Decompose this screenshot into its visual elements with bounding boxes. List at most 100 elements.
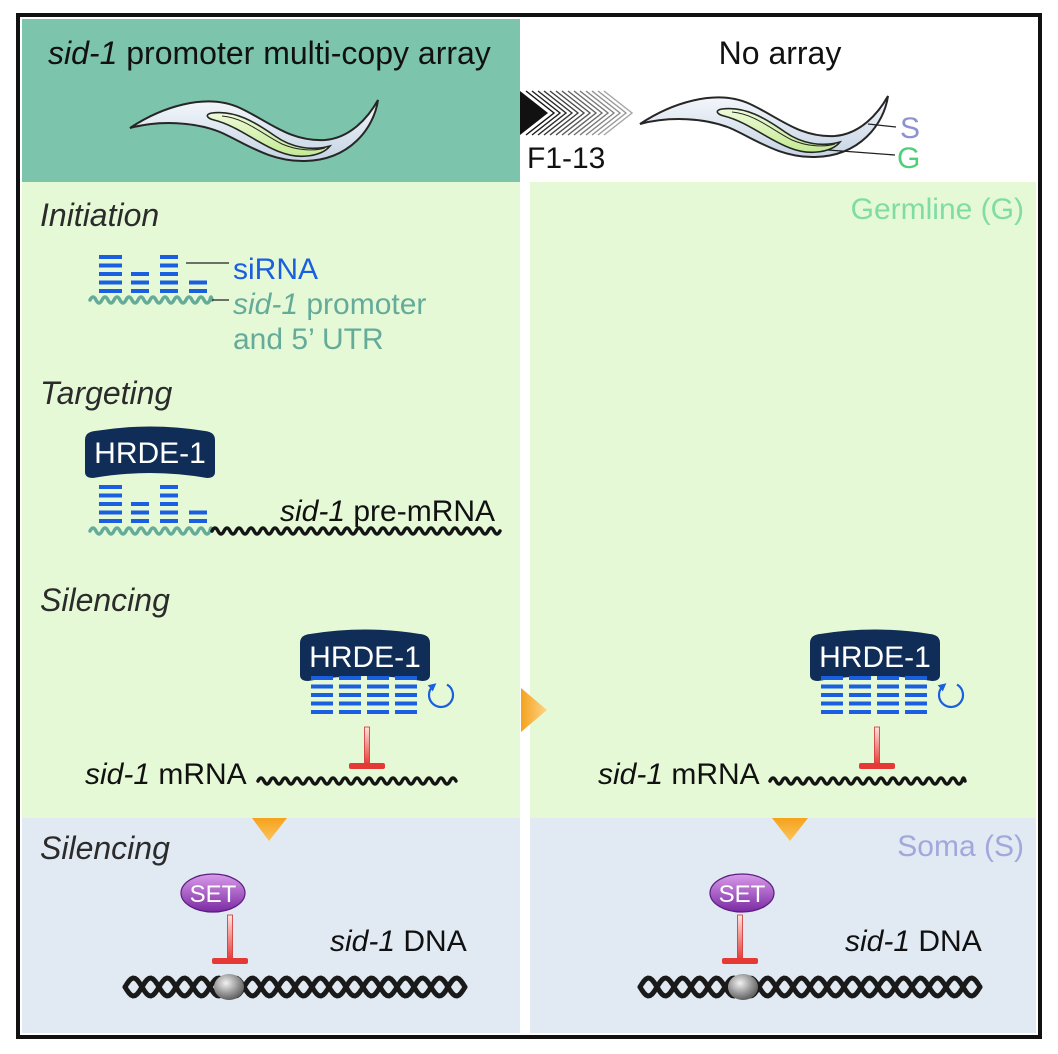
promoter-text: promoter (298, 288, 426, 321)
arrow-head (520, 91, 548, 135)
dna-gene-name: sid-1 (330, 925, 395, 958)
hrde1-label: HRDE-1 (94, 437, 206, 470)
chevron-line (549, 90, 580, 136)
sirna-dash (339, 701, 361, 706)
dna-label: sid-1 DNA (330, 925, 467, 958)
mrna-label: sid-1 mRNA (598, 758, 760, 791)
sirna-dash (160, 255, 178, 259)
sirna-dash (339, 693, 361, 697)
inhibition-bar (722, 958, 758, 964)
dna-label: sid-1 DNA (845, 925, 982, 958)
sirna-dash (905, 710, 927, 714)
chevron-line (555, 90, 586, 136)
soma-region-label: Soma (S) (897, 830, 1024, 863)
sirna-dash (131, 272, 149, 276)
sirna-dash (367, 701, 389, 706)
mrna-text: mRNA (663, 758, 760, 791)
inhibition-symbol (212, 914, 248, 964)
sirna-dash (160, 502, 178, 506)
germline-tag: G (897, 142, 920, 175)
hrde1-protein: HRDE-1 (300, 629, 430, 681)
sirna-stack (99, 485, 207, 523)
mrna-strand (768, 776, 967, 786)
sirna-dash (849, 701, 871, 706)
dna-text: DNA (910, 925, 982, 958)
sirna-dash (395, 676, 417, 680)
sirna-stack (311, 676, 417, 714)
array-condition-text: promoter multi-copy array (117, 35, 490, 71)
targeting-heading: Targeting (40, 375, 172, 411)
no-array-title: No array (719, 35, 842, 71)
sirna-dash (311, 710, 333, 714)
sirna-dash (99, 280, 122, 285)
hrde1-label: HRDE-1 (819, 641, 931, 674)
set-label: SET (719, 881, 766, 908)
worm-germline (206, 111, 333, 158)
sirna-dash (99, 510, 122, 515)
sirna-dash (160, 493, 178, 498)
sirna-dash (849, 710, 871, 714)
sirna-dash (395, 701, 417, 706)
mrna-strand (256, 776, 458, 786)
dna-double-helix (637, 974, 983, 1000)
sirna-dash (395, 693, 417, 697)
pre-mrna-text: pre-mRNA (345, 495, 495, 528)
pre-mrna-strand (210, 526, 502, 536)
set-shape (180, 873, 246, 913)
dna-double-helix (122, 974, 468, 1000)
generation-arrow (520, 90, 634, 136)
dna-strand (122, 975, 468, 999)
chevron-line (585, 90, 616, 136)
sirna-dash (160, 272, 178, 276)
inhibition-symbol (349, 726, 385, 769)
hrde1-label: HRDE-1 (309, 641, 421, 674)
promoter-strand (88, 526, 214, 536)
hrde1-protein: HRDE-1 (85, 426, 215, 478)
set-protein: SET (180, 873, 246, 913)
dna-gene-name: sid-1 (845, 925, 910, 958)
inhibition-stem (737, 914, 743, 961)
chevron-line (525, 90, 556, 136)
sirna-dash (131, 510, 149, 515)
worm-germline-fold (221, 115, 326, 151)
inhibition-symbol (722, 914, 758, 964)
array-condition-title: sid-1 promoter multi-copy array (48, 35, 491, 71)
germline-region-label: Germline (G) (851, 193, 1024, 226)
chevron-line (573, 90, 604, 136)
sirna-dash (339, 684, 361, 689)
hrde1-shape (300, 629, 430, 681)
sirna-dash (99, 502, 122, 506)
sirna-dash (395, 684, 417, 689)
sirna-dash (99, 272, 122, 276)
amplification-cycle-icon (427, 683, 455, 709)
mrna-gene-name: sid-1 (85, 758, 150, 791)
sirna-dash (189, 280, 207, 285)
sirna-dash (339, 676, 361, 680)
sirna-dash (189, 510, 207, 515)
chevron-line (537, 90, 568, 136)
sirna-dash (189, 519, 207, 523)
sirna-dash (160, 519, 178, 523)
soma-silencing-heading: Silencing (40, 830, 170, 866)
sirna-dash (160, 485, 178, 489)
array-gene-name: sid-1 (48, 35, 117, 71)
soma-tag: S (900, 112, 920, 145)
sirna-dash (877, 710, 899, 714)
sirna-dash (905, 693, 927, 697)
sirna-dash (849, 693, 871, 697)
pre-mrna-gene-name: sid-1 (280, 495, 345, 528)
chevron-line (567, 90, 598, 136)
dna-text: DNA (395, 925, 467, 958)
inhibition-bar (859, 763, 895, 769)
hrde1-shape (85, 426, 215, 478)
dna-strand (637, 975, 983, 999)
initiation-heading: Initiation (40, 197, 159, 233)
sirna-dash (339, 710, 361, 714)
inhibition-bar (349, 763, 385, 769)
sirna-dash (849, 676, 871, 680)
sirna-dash (160, 510, 178, 515)
nucleosome (214, 974, 244, 1000)
chevron-line (591, 90, 622, 136)
sirna-dash (131, 502, 149, 506)
